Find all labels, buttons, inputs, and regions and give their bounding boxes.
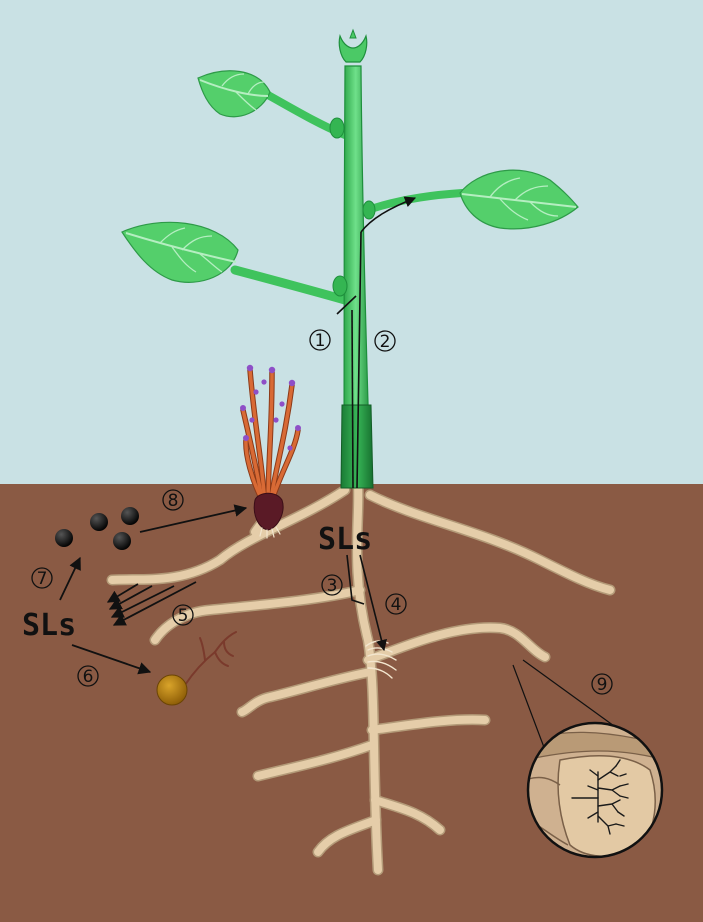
svg-text:1: 1 xyxy=(315,331,326,351)
svg-text:8: 8 xyxy=(168,491,179,511)
svg-text:9: 9 xyxy=(597,675,608,695)
seed xyxy=(55,529,73,547)
svg-text:4: 4 xyxy=(391,595,402,615)
seed xyxy=(113,532,131,550)
svg-text:3: 3 xyxy=(327,576,338,596)
svg-text:2: 2 xyxy=(380,332,391,352)
sls-label-soil: SLs xyxy=(22,608,76,643)
svg-text:6: 6 xyxy=(83,667,94,687)
seed xyxy=(90,513,108,531)
svg-text:7: 7 xyxy=(37,569,48,589)
svg-text:5: 5 xyxy=(178,606,189,626)
seed xyxy=(121,507,139,525)
sls-label-root: SLs xyxy=(318,522,372,557)
